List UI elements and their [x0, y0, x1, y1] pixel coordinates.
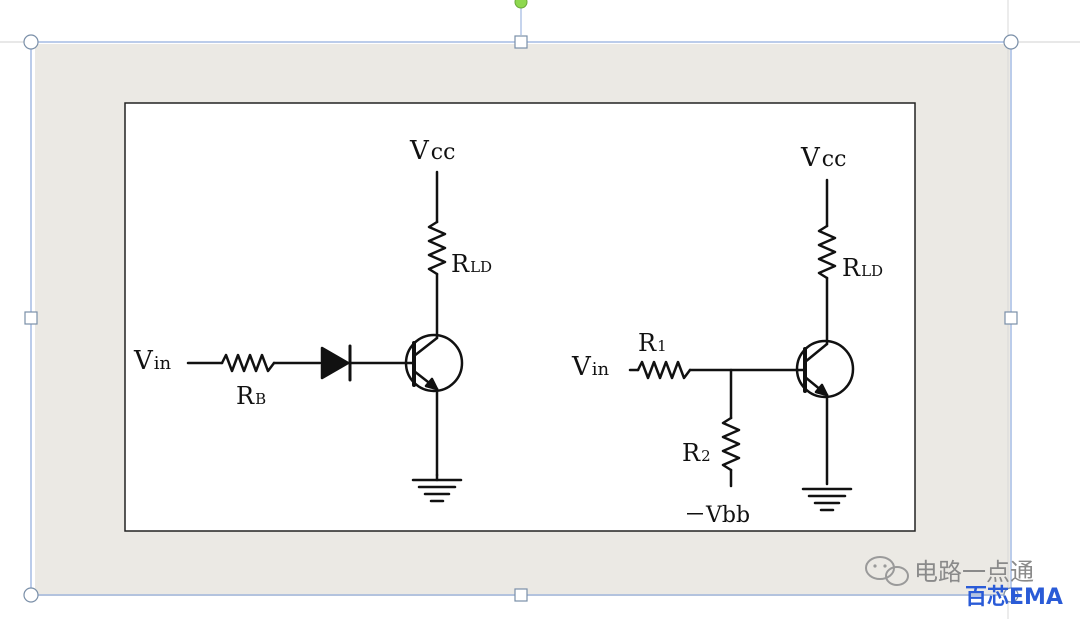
watermark: 电路一点通 百芯EMA: [865, 556, 1063, 610]
resize-handle-bottom-right[interactable]: [1003, 587, 1019, 603]
right-r2-resistor: [721, 416, 741, 472]
right-circuit: [628, 178, 855, 512]
watermark-brand: 百芯EMA: [965, 585, 1063, 610]
rotate-handle[interactable]: [514, 0, 528, 9]
resize-handle-top-left[interactable]: [23, 34, 39, 50]
right-vbb-label: －Vbb: [684, 503, 750, 528]
watermark-channel-name: 电路一点通: [914, 558, 1034, 586]
resize-handle-top[interactable]: [514, 35, 528, 49]
right-collector-diag: [803, 342, 829, 364]
left-emitter-arrow: [424, 377, 439, 391]
right-r2-label: R2: [682, 439, 711, 467]
left-rb-resistor: [220, 353, 276, 373]
left-vin-label: Vin: [133, 346, 172, 376]
right-emitter-arrow: [814, 383, 829, 397]
resize-handle-left[interactable]: [24, 311, 38, 325]
resize-handle-right[interactable]: [1004, 311, 1018, 325]
right-r1-resistor: [636, 360, 692, 380]
left-circuit: [186, 170, 464, 503]
resize-handle-bottom[interactable]: [514, 588, 528, 602]
right-r1-label: R1: [638, 329, 667, 357]
wechat-icon: [865, 556, 909, 586]
resize-handle-top-right[interactable]: [1003, 34, 1019, 50]
right-rld-label: RLD: [842, 254, 883, 282]
diagram-panel: [124, 102, 916, 532]
right-vin-label: Vin: [571, 352, 610, 382]
left-rld-label: RLD: [451, 250, 492, 278]
left-diode-triangle: [320, 346, 350, 380]
left-rb-label: RB: [236, 382, 266, 410]
left-collector-diag: [412, 336, 439, 358]
left-rld-resistor: [427, 220, 447, 276]
right-vcc-label: Vcc: [800, 143, 846, 173]
resize-handle-bottom-left[interactable]: [23, 587, 39, 603]
left-vcc-label: Vcc: [409, 136, 455, 166]
right-rld-resistor: [817, 224, 837, 280]
